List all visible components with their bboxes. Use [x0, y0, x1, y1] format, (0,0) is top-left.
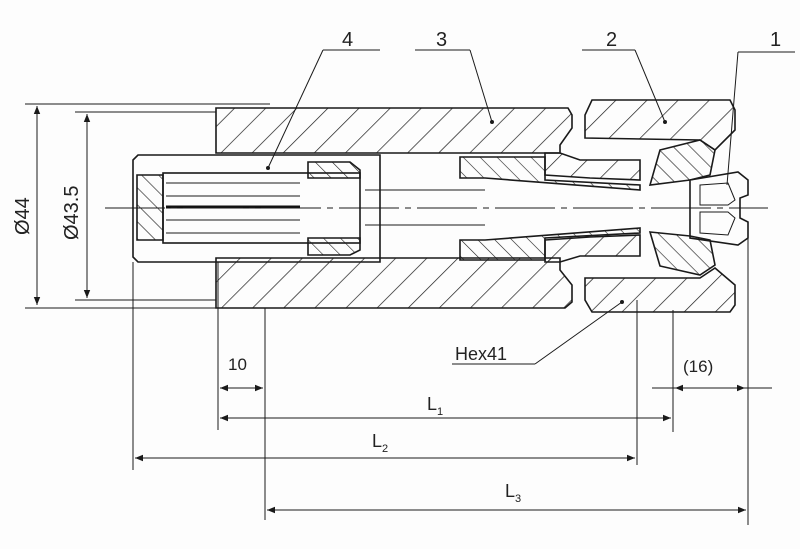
nut-part-2 [584, 99, 736, 313]
label-part-1: 1 [770, 29, 781, 51]
insert-part-1 [689, 171, 749, 246]
extension-lines [25, 103, 772, 525]
label-part-2: 2 [606, 29, 617, 51]
outer-diameter-label: Ø44 [12, 197, 34, 235]
inner-diameter-label: Ø43.5 [61, 186, 83, 240]
dimension-arrows [33, 106, 746, 514]
hex-label: Hex41 [455, 344, 507, 364]
label-part-4: 4 [342, 29, 353, 51]
body-part-3 [215, 107, 641, 309]
collet-part-4 [132, 154, 641, 263]
L2-label: L2 [372, 431, 388, 455]
L3-label: L3 [505, 481, 521, 505]
L1-label: L1 [427, 394, 443, 418]
offset-10-label: 10 [228, 355, 247, 374]
leader-lines [266, 49, 795, 365]
nose-16-label: (16) [683, 357, 713, 376]
label-part-3: 3 [436, 29, 447, 51]
